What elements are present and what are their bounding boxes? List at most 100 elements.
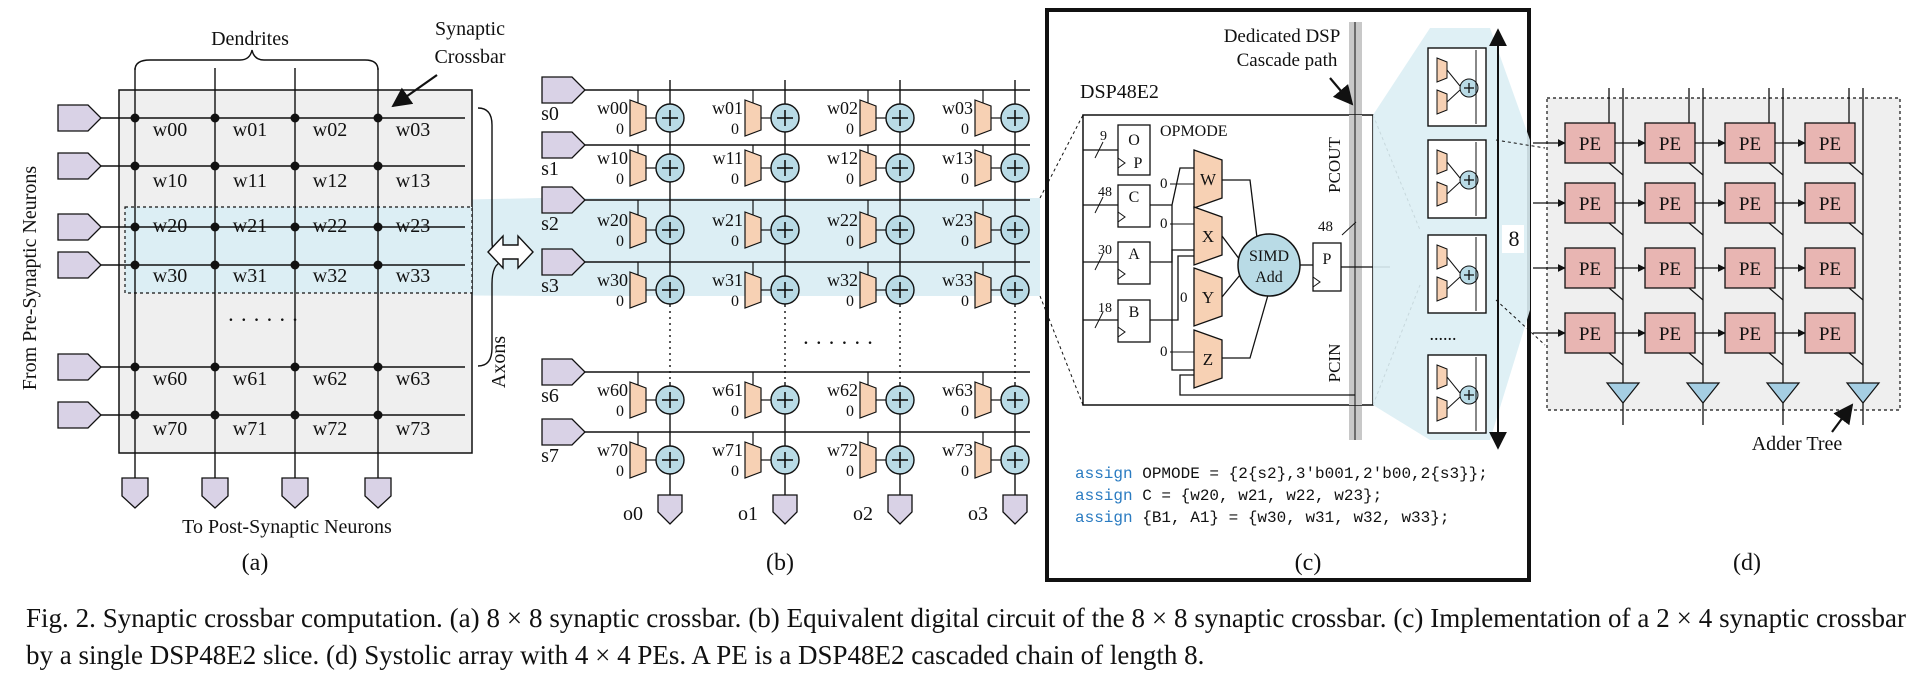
b-bus-tick <box>1094 311 1104 329</box>
post-synaptic-output-port <box>281 477 309 509</box>
pe-down-link <box>1768 162 1784 176</box>
mux-w-label: W <box>1200 170 1217 189</box>
select-mux <box>859 211 877 249</box>
weight-label: w31 <box>233 265 267 287</box>
pe-label: PE <box>1739 259 1761 280</box>
cascade-wire-b <box>1446 276 1461 290</box>
chain-count-bg <box>1502 225 1524 253</box>
p-clock <box>1312 276 1321 288</box>
weight-label: w30 <box>597 270 628 290</box>
dendrites-brace <box>134 49 379 71</box>
select-mux <box>974 99 992 137</box>
zero-label: 0 <box>616 171 624 188</box>
weight-label: w11 <box>713 148 743 168</box>
code-line-2: assign C = {w20, w21, w22, w23}; <box>1075 487 1382 505</box>
select-mux <box>974 271 992 309</box>
input-label: s3 <box>541 275 559 297</box>
zero-label: 0 <box>616 463 624 480</box>
synapse-dot <box>130 410 140 420</box>
equivalence-arrow <box>487 234 534 270</box>
select-mux <box>629 271 647 309</box>
zero-label: 0 <box>616 293 624 310</box>
weight-label: w33 <box>396 265 430 287</box>
opmode-bus-tick <box>1094 141 1104 159</box>
synapse-dot <box>210 222 220 232</box>
b-register <box>1117 299 1151 343</box>
panel-d-tag: (d) <box>1733 550 1761 576</box>
zero-label: 0 <box>961 463 969 480</box>
adder-tree-node <box>1765 382 1801 404</box>
synapse-dot <box>130 362 140 372</box>
input-port <box>541 186 586 214</box>
synapse-dot <box>210 161 220 171</box>
pe-label: PE <box>1819 194 1841 215</box>
weight-label: w02 <box>313 119 347 141</box>
crossbar-ellipsis: · · · · · · <box>227 307 298 332</box>
b-to-mux-x <box>1150 255 1194 321</box>
output-label: o1 <box>738 503 758 525</box>
cascade-label-2: Cascade path <box>1237 50 1338 71</box>
weight-label: w02 <box>827 98 858 118</box>
z-to-simd <box>1222 294 1269 359</box>
b-clock <box>1117 326 1126 338</box>
adder-tree-node <box>1605 382 1641 404</box>
input-port <box>541 76 586 104</box>
weight-label: w22 <box>313 215 347 237</box>
pe-block <box>1564 312 1616 354</box>
pe-block <box>1804 247 1856 289</box>
pe-down-link <box>1688 287 1704 301</box>
cascade-pointer-arrow <box>1329 77 1354 106</box>
synapse-dot <box>130 222 140 232</box>
adder-tree-node <box>1685 382 1721 404</box>
synapse-dot <box>290 362 300 372</box>
select-mux <box>744 211 762 249</box>
post-synaptic-label: To Post-Synaptic Neurons <box>182 516 392 538</box>
pre-synaptic-label: From Pre-Synaptic Neurons <box>19 166 41 391</box>
figure-caption: Fig. 2. Synaptic crossbar computation. (… <box>26 603 1906 670</box>
opmode-clock <box>1117 157 1126 169</box>
cascade-mux-b <box>1436 181 1448 207</box>
weight-label: w03 <box>942 98 973 118</box>
weight-label: w22 <box>827 210 858 230</box>
pe-down-link <box>1768 287 1784 301</box>
bus-width-30: 30 <box>1098 243 1112 258</box>
select-mux <box>974 211 992 249</box>
zero-label: 0 <box>731 121 739 138</box>
mux-z <box>1193 329 1223 389</box>
synapse-dot <box>290 113 300 123</box>
opmode-reg-label-p: P <box>1134 155 1143 172</box>
pe-label: PE <box>1819 259 1841 280</box>
weight-label: w63 <box>396 368 430 390</box>
weight-label: w01 <box>233 119 267 141</box>
weight-label: w13 <box>942 148 973 168</box>
dendrites-label: Dendrites <box>211 28 289 50</box>
panel-c: Dedicated DSP Cascade path DSP48E2 O P O… <box>1039 8 1531 582</box>
pe-label: PE <box>1659 324 1681 345</box>
select-mux <box>629 211 647 249</box>
pe-block <box>1804 312 1856 354</box>
select-mux <box>629 381 647 419</box>
panel-b-tag: (b) <box>766 550 794 576</box>
zero-label: 0 <box>961 403 969 420</box>
zero-label: 0 <box>616 121 624 138</box>
cascade-wire-b <box>1446 396 1461 410</box>
cascade-mux-a <box>1436 244 1448 270</box>
post-synaptic-output-port <box>121 477 149 509</box>
select-mux <box>629 99 647 137</box>
pe-down-link <box>1608 222 1624 236</box>
bus-width-18: 18 <box>1098 301 1112 316</box>
pe-label: PE <box>1579 324 1601 345</box>
panel-c-tag: (c) <box>1295 550 1322 576</box>
weight-label: w73 <box>942 440 973 460</box>
pe-down-link <box>1768 352 1784 366</box>
c-register <box>1117 184 1151 228</box>
zero-label: 0 <box>731 293 739 310</box>
pe-label: PE <box>1579 194 1601 215</box>
synapse-dot <box>373 113 383 123</box>
synapse-dot <box>373 260 383 270</box>
bus-width-48: 48 <box>1098 185 1112 200</box>
dsp-title: DSP48E2 <box>1080 81 1159 103</box>
